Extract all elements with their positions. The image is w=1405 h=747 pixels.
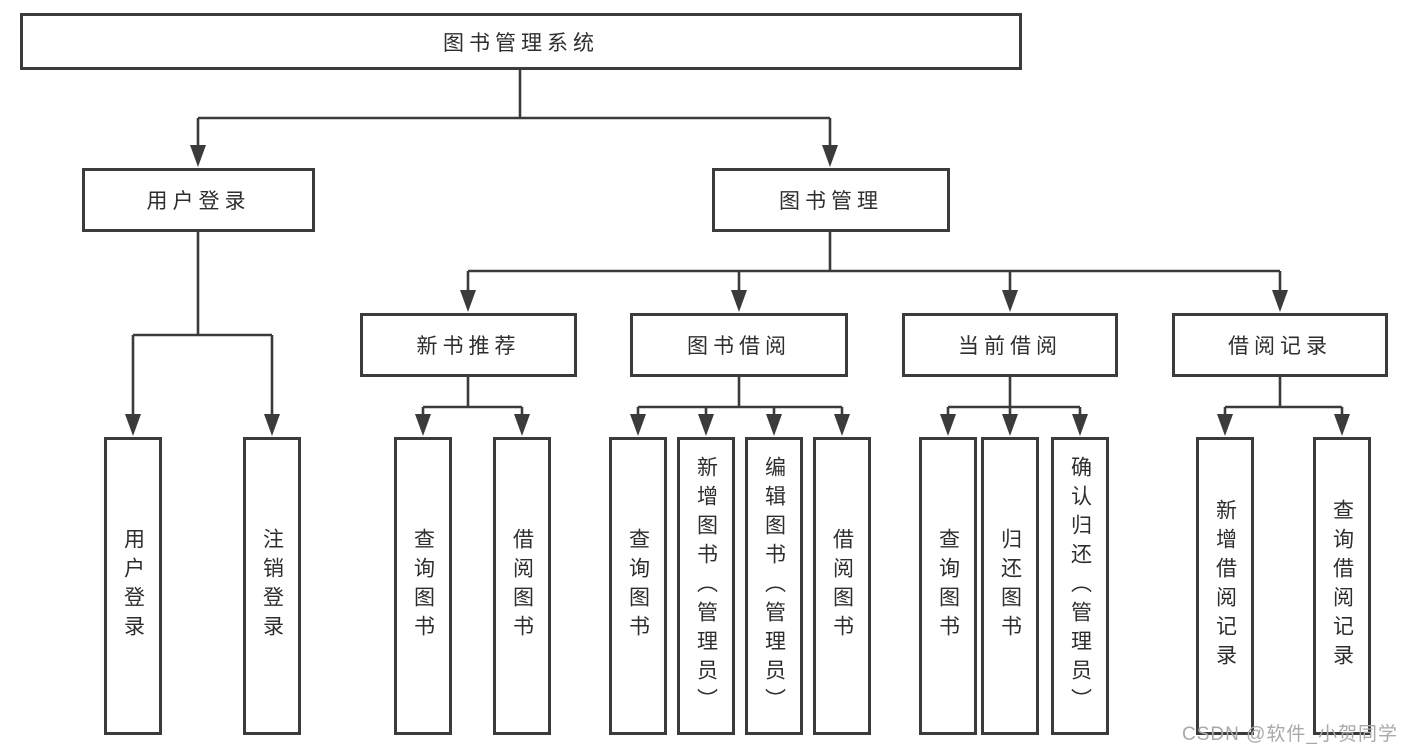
arrowhead-icon bbox=[1217, 414, 1233, 436]
leaf-borrow-query-books: 查询图书 bbox=[609, 437, 667, 735]
leaf-newbook-query-books: 查询图书 bbox=[394, 437, 452, 735]
arrowhead-icon bbox=[125, 414, 141, 436]
arrowhead-icon bbox=[822, 145, 838, 167]
arrowhead-icon bbox=[731, 290, 747, 312]
leaf-borrow-add-books-admin: 新增图书（管理员） bbox=[677, 437, 735, 735]
node-label: 查询图书 bbox=[936, 528, 960, 644]
node-label: 新书推荐 bbox=[416, 335, 521, 358]
node-label: 新增借阅记录 bbox=[1213, 499, 1237, 673]
node-label: 借阅图书 bbox=[510, 528, 534, 644]
node-label: 注销登录 bbox=[260, 528, 284, 644]
edge-root-to-level2 bbox=[196, 70, 832, 147]
node-label: 借阅记录 bbox=[1228, 335, 1332, 358]
node-borrow-records: 借阅记录 bbox=[1172, 313, 1388, 377]
arrowhead-icon bbox=[514, 414, 530, 436]
node-label: 归还图书 bbox=[998, 528, 1022, 644]
node-label: 查询借阅记录 bbox=[1330, 499, 1354, 673]
node-label: 借阅图书 bbox=[830, 528, 854, 644]
arrowhead-icon bbox=[1272, 290, 1288, 312]
arrowhead-icon bbox=[834, 414, 850, 436]
edge-currentborrow-to-leaves bbox=[946, 377, 1082, 416]
node-book-management: 图书管理 bbox=[712, 168, 950, 232]
arrowhead-icon bbox=[1002, 414, 1018, 436]
arrowhead-icon bbox=[698, 414, 714, 436]
arrowhead-icon bbox=[190, 145, 206, 167]
node-label: 查询图书 bbox=[411, 528, 435, 644]
node-label: 图书借阅 bbox=[687, 335, 791, 358]
node-label: 用户登录 bbox=[121, 528, 145, 644]
node-label: 编辑图书（管理员） bbox=[762, 455, 786, 717]
node-current-borrow: 当前借阅 bbox=[902, 313, 1118, 377]
arrowhead-icon bbox=[1072, 414, 1088, 436]
node-book-borrow: 图书借阅 bbox=[630, 313, 848, 377]
node-label: 图书管理 bbox=[779, 190, 883, 213]
node-label: 用户登录 bbox=[146, 190, 251, 213]
leaf-newbook-borrow-books: 借阅图书 bbox=[493, 437, 551, 735]
arrowhead-icon bbox=[460, 290, 476, 312]
arrowhead-icon bbox=[415, 414, 431, 436]
arrowhead-icon bbox=[940, 414, 956, 436]
node-new-book-recommend: 新书推荐 bbox=[360, 313, 577, 377]
edge-borrowrecords-to-leaves bbox=[1223, 377, 1344, 416]
node-library-system-root: 图书管理系统 bbox=[20, 13, 1022, 70]
arrowhead-icon bbox=[1334, 414, 1350, 436]
leaf-current-return-books: 归还图书 bbox=[981, 437, 1039, 735]
leaf-logout: 注销登录 bbox=[243, 437, 301, 735]
arrowhead-icon bbox=[264, 414, 280, 436]
csdn-watermark: CSDN @软件_小贺同学 bbox=[1182, 724, 1398, 745]
node-user-login: 用户登录 bbox=[82, 168, 315, 232]
leaf-records-query-record: 查询借阅记录 bbox=[1313, 437, 1371, 735]
leaf-current-confirm-return-admin: 确认归还（管理员） bbox=[1051, 437, 1109, 735]
leaf-borrow-edit-books-admin: 编辑图书（管理员） bbox=[745, 437, 803, 735]
edge-userlogin-to-leaves bbox=[131, 232, 274, 416]
node-label: 确认归还（管理员） bbox=[1068, 455, 1092, 717]
node-label: 查询图书 bbox=[626, 528, 650, 644]
leaf-current-query-books: 查询图书 bbox=[919, 437, 977, 735]
arrowhead-icon bbox=[630, 414, 646, 436]
arrowhead-icon bbox=[766, 414, 782, 436]
edge-bookmgmt-to-level3 bbox=[466, 232, 1282, 292]
node-label: 新增图书（管理员） bbox=[694, 455, 718, 717]
edge-bookborrow-to-leaves bbox=[636, 377, 844, 416]
leaf-borrow-borrow-books: 借阅图书 bbox=[813, 437, 871, 735]
leaf-records-add-record: 新增借阅记录 bbox=[1196, 437, 1254, 735]
arrowhead-icon bbox=[1002, 290, 1018, 312]
edge-newbookrec-to-leaves bbox=[421, 377, 524, 416]
node-label: 图书管理系统 bbox=[443, 31, 599, 55]
node-label: 当前借阅 bbox=[958, 335, 1062, 358]
leaf-user-login: 用户登录 bbox=[104, 437, 162, 735]
